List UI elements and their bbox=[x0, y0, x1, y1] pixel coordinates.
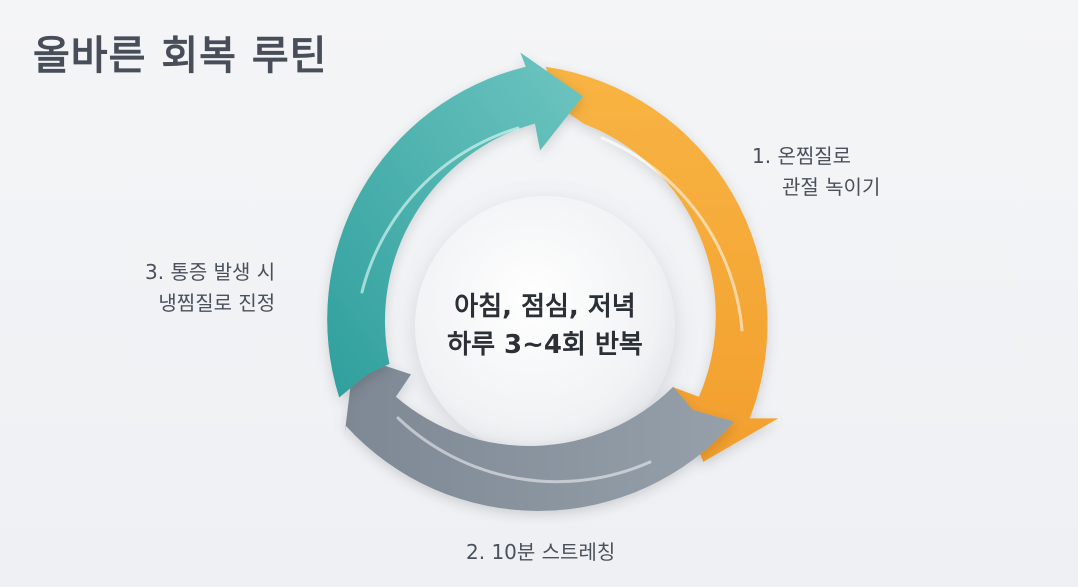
center-disc bbox=[415, 196, 675, 456]
step-2-line-1: 2. 10분 스트레칭 bbox=[466, 540, 616, 564]
center-text: 아침, 점심, 저녁 하루 3~4회 반복 bbox=[415, 196, 675, 456]
page-title: 올바른 회복 루틴 bbox=[33, 33, 328, 79]
center-line-2: 하루 3~4회 반복 bbox=[447, 330, 643, 360]
step-3-line-1: 3. 통증 발생 시 bbox=[145, 260, 276, 284]
arrow-step-1 bbox=[545, 66, 779, 462]
step-1-label: 1. 온찜질로 관절 녹이기 bbox=[752, 141, 880, 203]
step-1-line-1: 1. 온찜질로 bbox=[752, 144, 852, 168]
arrow-step-3 bbox=[327, 52, 583, 398]
step-2-label: 2. 10분 스트레칭 bbox=[466, 537, 615, 568]
arrow-step-2 bbox=[344, 355, 735, 511]
step-3-label: 3. 통증 발생 시 냉찜질로 진정 bbox=[145, 257, 275, 319]
step-3-line-2: 냉찜질로 진정 bbox=[158, 291, 276, 315]
step-1-line-2: 관절 녹이기 bbox=[782, 175, 881, 199]
center-line-1: 아침, 점심, 저녁 bbox=[454, 292, 636, 322]
